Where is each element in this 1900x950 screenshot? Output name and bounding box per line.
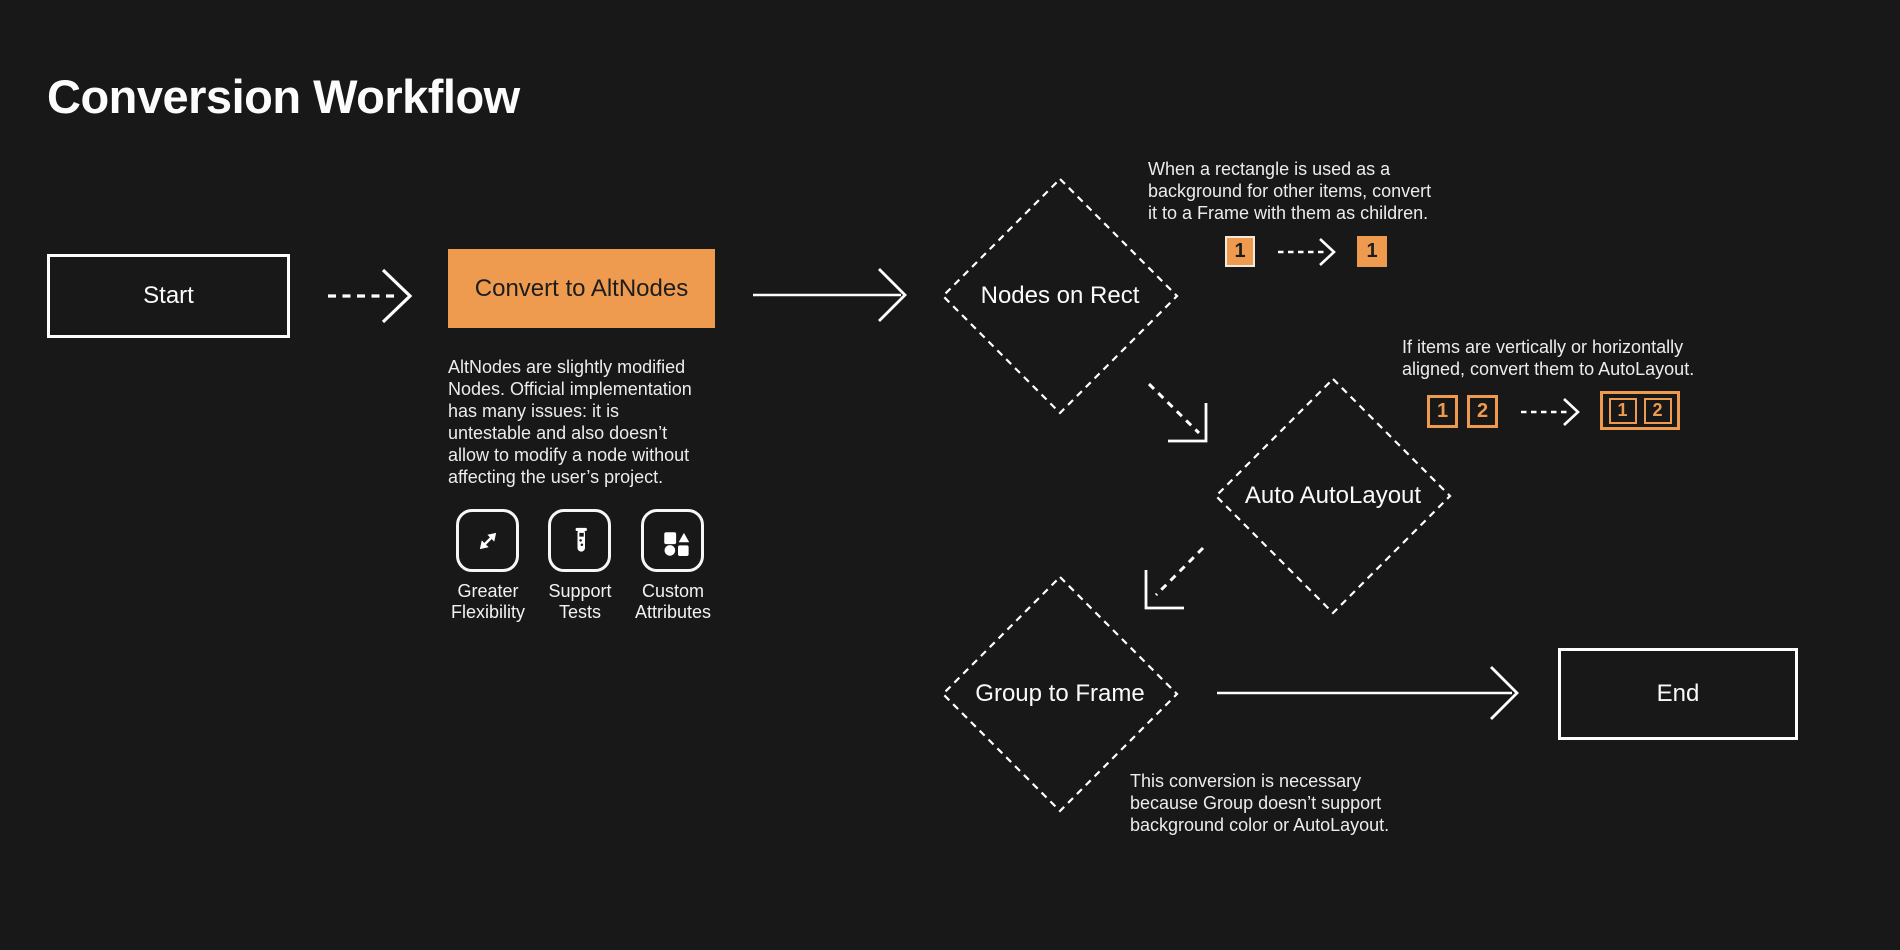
- altnodes-description-line: untestable and also doesn’t: [448, 423, 668, 443]
- group-to-frame-diamond: [941, 575, 1179, 813]
- group-to-frame-note: This conversion is necessary because Gro…: [1130, 771, 1390, 835]
- shapes-icon: [663, 531, 689, 556]
- item-box-2: 2: [1467, 395, 1498, 428]
- support-tests-label: Support Tests: [548, 581, 612, 622]
- convert-to-altnodes-label: Convert to AltNodes: [474, 274, 689, 302]
- greater-flexibility-card: [456, 509, 519, 572]
- arrowhead-convert-to-nodesonrect: [878, 268, 907, 322]
- altnodes-description-line: affecting the user’s project.: [448, 467, 664, 487]
- auto-autolayout-diamond: [1214, 377, 1452, 615]
- arrow-nodesonrect-to-autolayout: [1147, 382, 1201, 435]
- end-node-label: End: [1656, 680, 1700, 707]
- autolayout-note: If items are vertically or horizontally …: [1402, 337, 1695, 379]
- end-node: End: [1558, 648, 1798, 740]
- arrowhead-autolayout-to-grouptoframe: [1144, 570, 1184, 610]
- frame-item-box: 1: [1357, 236, 1387, 267]
- start-node: Start: [47, 254, 290, 338]
- altnodes-description: AltNodes are slightly modified Nodes. Of…: [448, 356, 692, 488]
- altnodes-description-line: allow to modify a node without: [448, 445, 690, 465]
- convert-to-altnodes-node: Convert to AltNodes: [448, 249, 715, 328]
- mini-arrowhead-items-to-autolayout: [1563, 398, 1580, 426]
- grouped-item-box-2: 2: [1643, 397, 1672, 424]
- support-tests-card: [548, 509, 611, 572]
- rect-item-box: 1: [1225, 236, 1255, 267]
- altnodes-description-line: AltNodes are slightly modified: [448, 357, 686, 377]
- nodes-on-rect-diamond: [941, 177, 1179, 415]
- greater-flexibility-label: Greater Flexibility: [450, 581, 525, 622]
- auto-autolayout-label: Auto AutoLayout: [1244, 482, 1422, 509]
- mini-arrowhead-rect-to-frame: [1319, 238, 1336, 266]
- grouped-item-box-1: 1: [1608, 397, 1637, 424]
- arrowhead-start-to-convert: [381, 268, 413, 324]
- arrowhead-nodesonrect-to-autolayout: [1168, 403, 1208, 443]
- autolayout-group-box: 1 2: [1600, 391, 1680, 430]
- altnodes-description-line: has many issues: it is: [448, 401, 620, 421]
- expand-arrows-icon: [479, 532, 496, 549]
- nodes-on-rect-label: Nodes on Rect: [980, 282, 1140, 309]
- arrowhead-grouptoframe-to-end: [1490, 666, 1519, 720]
- test-tube-icon: [575, 527, 587, 552]
- custom-attributes-label: Custom Attributes: [634, 581, 712, 622]
- item-box-1: 1: [1427, 395, 1458, 428]
- custom-attributes-card: [641, 509, 704, 572]
- altnodes-description-line: Nodes. Official implementation: [448, 379, 692, 399]
- rect-to-frame-note: When a rectangle is used as a background…: [1148, 159, 1432, 223]
- start-node-label: Start: [143, 282, 194, 309]
- arrow-autolayout-to-grouptoframe: [1154, 546, 1205, 597]
- page-title: Conversion Workflow: [47, 70, 520, 124]
- group-to-frame-label: Group to Frame: [975, 680, 1145, 707]
